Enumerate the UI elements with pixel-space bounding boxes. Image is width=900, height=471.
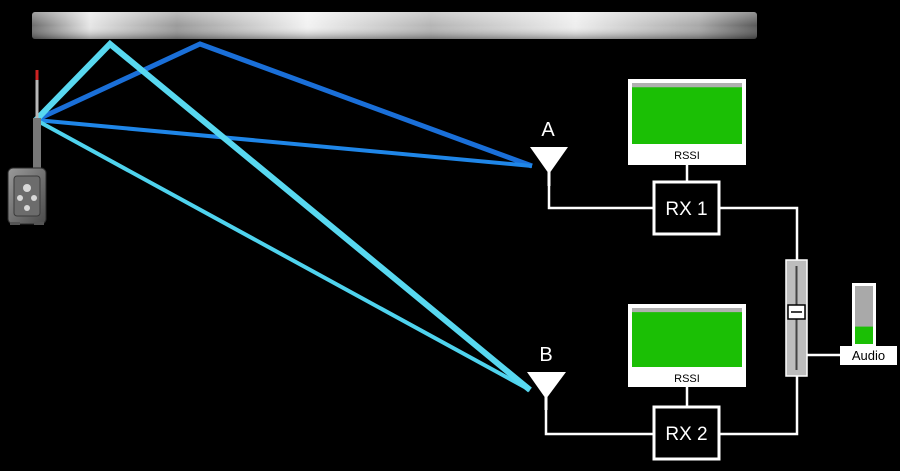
receiver-2: RX 2 (652, 405, 721, 461)
reflected-path-to-b (33, 39, 532, 393)
antenna-icon (530, 147, 568, 174)
receiver-2-label: RX 2 (665, 424, 707, 445)
rssi-meter-1: RSSI (628, 79, 746, 165)
direct-path-to-a (35, 118, 533, 168)
antenna-a: A (530, 119, 568, 186)
antenna-b: B (527, 344, 566, 410)
direct-path-to-b (35, 118, 531, 392)
audio-meter: Audio (840, 283, 897, 365)
rssi-meter-2: RSSI (628, 304, 746, 387)
reflected-path-to-a (34, 41, 533, 169)
rssi-meter-2-level (632, 312, 742, 367)
wire-antenna-a-to-rx1 (547, 186, 654, 210)
receiver-1-label: RX 1 (665, 199, 707, 220)
signal-paths (33, 39, 533, 393)
wire-rx2-to-switch (719, 376, 799, 436)
reflector-surface (32, 12, 757, 39)
audio-meter-level (855, 326, 873, 344)
wire-antenna-b-to-rx2 (544, 410, 654, 436)
antenna-a-label: A (541, 119, 555, 141)
wiring (544, 165, 840, 436)
receiver-1: RX 1 (652, 180, 721, 236)
rssi-meter-1-label: RSSI (674, 150, 700, 162)
audio-label: Audio (852, 348, 885, 363)
diversity-switch-icon (785, 259, 808, 377)
bodypack-transmitter-icon (7, 70, 47, 225)
wire-rx1-to-switch (719, 206, 799, 262)
rssi-meter-1-level (632, 87, 742, 144)
antenna-icon (527, 372, 566, 399)
antenna-b-label: B (539, 344, 552, 366)
rssi-meter-2-label: RSSI (674, 373, 700, 385)
